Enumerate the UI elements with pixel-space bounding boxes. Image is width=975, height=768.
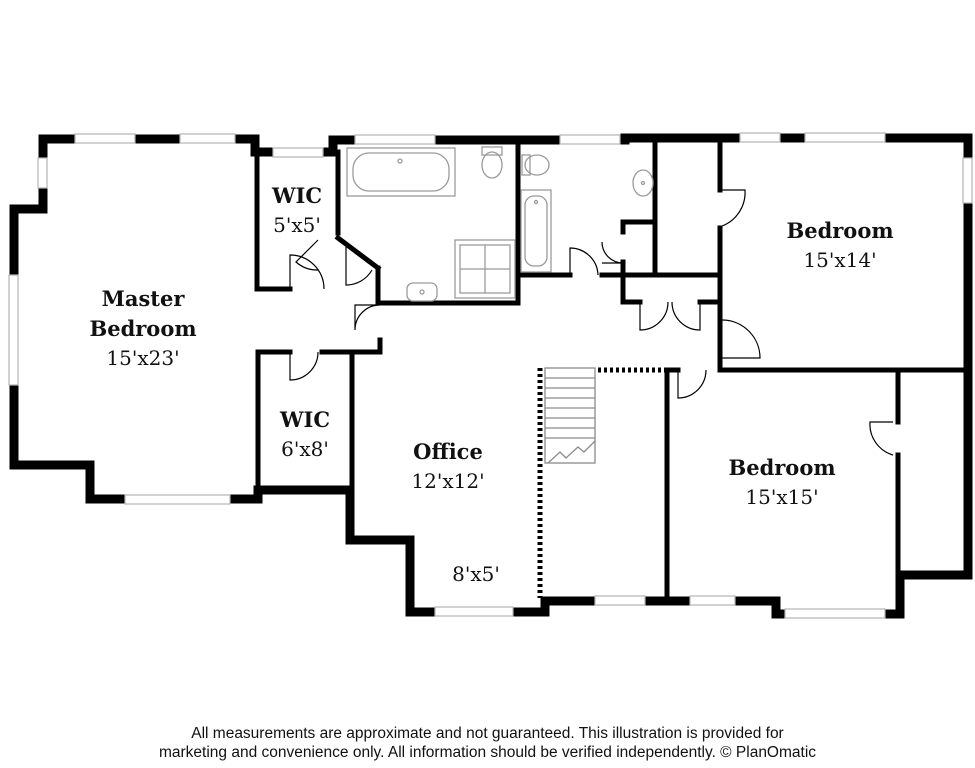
office-dims: 12'x12'	[411, 469, 484, 493]
shower	[454, 239, 516, 299]
office-name: Office	[413, 439, 483, 464]
interior-walls	[254, 142, 971, 604]
toilet	[524, 154, 550, 176]
toilet	[481, 151, 503, 179]
disclaimer-line-2: marketing and convenience only. All info…	[158, 744, 817, 761]
bath-fixtures	[346, 146, 654, 302]
doors	[289, 189, 894, 456]
bedroom-lower-dims: 15'x15'	[745, 485, 818, 509]
bathtub	[346, 147, 456, 197]
windows	[8, 132, 973, 619]
exterior-walls	[9, 133, 973, 619]
bedroom-upper-dims: 15'x14'	[803, 248, 876, 272]
wic-top-dims: 5'x5'	[273, 213, 321, 237]
bathtub	[520, 189, 552, 273]
master-bedroom-name: Master	[102, 286, 186, 311]
wic-lower-name: WIC	[279, 407, 330, 432]
alcove-dims: 8'x5'	[452, 562, 500, 586]
sink	[632, 169, 654, 197]
master-bedroom-name-line2: Bedroom	[89, 316, 196, 341]
staircase	[544, 367, 596, 464]
bedroom-upper-name: Bedroom	[786, 218, 893, 243]
sink	[406, 282, 438, 302]
master-bedroom-dims: 15'x23'	[106, 346, 179, 370]
room-labels: Master Bedroom 15'x23' WIC 5'x5' WIC 6'x…	[89, 183, 893, 586]
wic-lower-dims: 6'x8'	[281, 437, 329, 461]
stair-rail	[537, 367, 667, 598]
disclaimer: All measurements are approximate and not…	[0, 724, 975, 762]
wic-top-name: WIC	[271, 183, 322, 208]
disclaimer-line-1: All measurements are approximate and not…	[191, 725, 784, 742]
bedroom-lower-name: Bedroom	[728, 455, 835, 480]
